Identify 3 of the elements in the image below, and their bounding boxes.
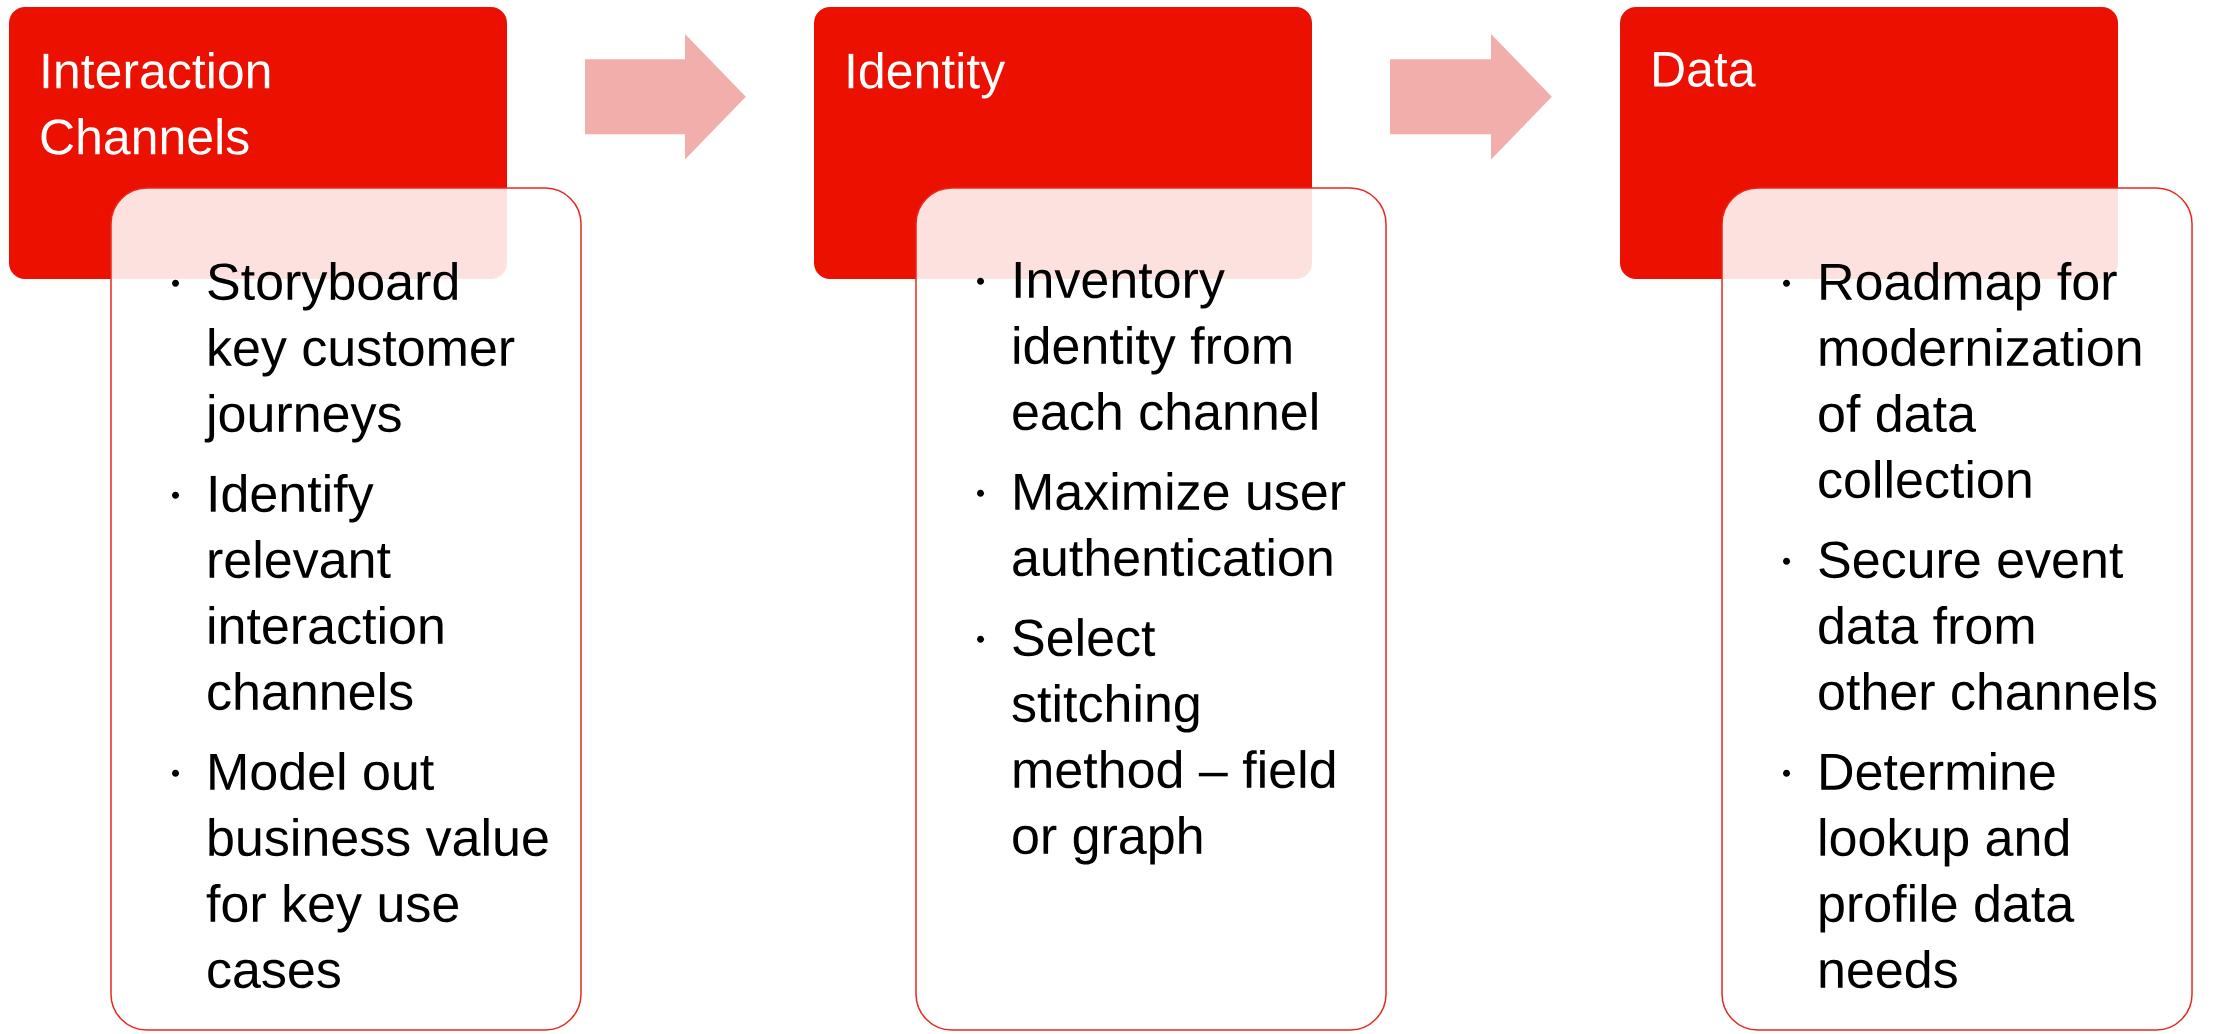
content-card: Roadmap for modernization of data collection Secure event data from other channels Determine lookup and profile data needs: [1721, 187, 2222, 1031]
content-card: Storyboard key customer journeys Identify relevant interaction channels Model out business value for key use cases: [110, 187, 611, 1031]
content-card: Inventory identity from each channel Maximize user authentication Select stitching method – field or graph: [915, 187, 1416, 1031]
